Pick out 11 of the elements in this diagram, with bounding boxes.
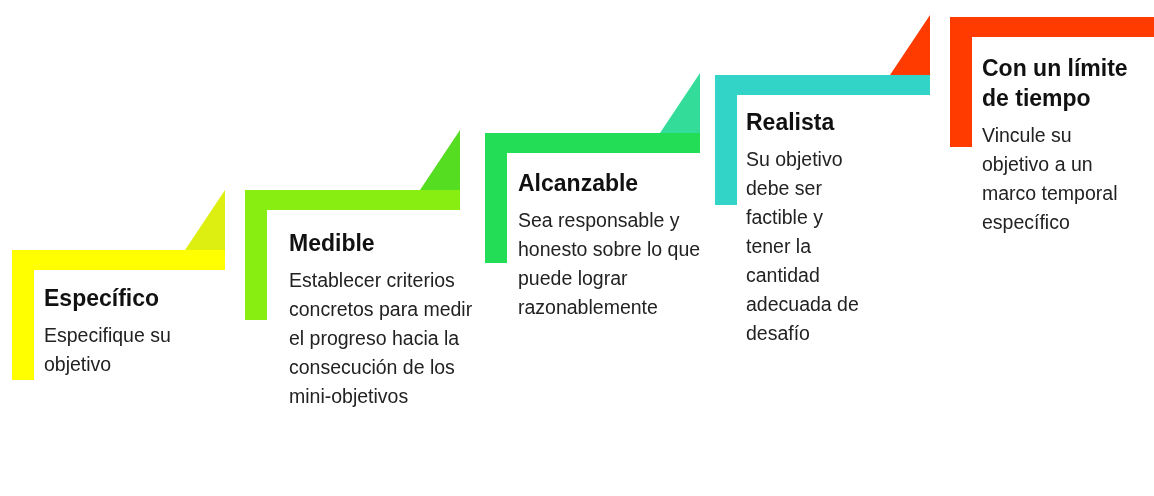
step-description: Especifique su objetivo [44, 323, 172, 377]
step-node [12, 250, 225, 379]
step-description: Establecer criterios concretos para medir el progreso hacia la consecución de los mini-objetivos [289, 268, 474, 409]
step-description: Vincule su objetivo a un marco temporal específico [982, 123, 1119, 235]
step-heading: Realista [746, 108, 836, 137]
step-heading: Alcanzable [518, 169, 640, 198]
step-description: Su objetivo debe ser factible y tener la cantidad adecuada de desafío [746, 147, 860, 346]
step-heading: Con un límite de tiempo [982, 54, 1129, 113]
step-description: Sea responsable y honesto sobre lo que puede lograr razonablemente [518, 208, 702, 320]
step-heading: Específico [44, 284, 161, 313]
step-heading: Medible [289, 229, 376, 258]
